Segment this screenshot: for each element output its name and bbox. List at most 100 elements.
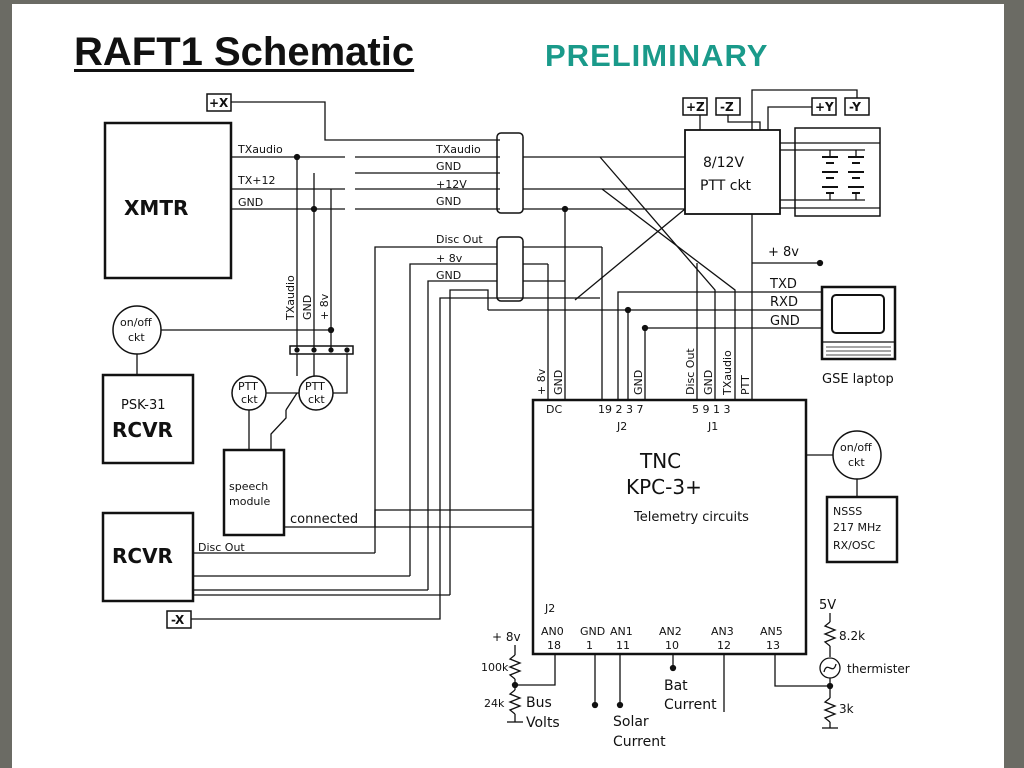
tnc-label: TNC [639, 449, 681, 473]
tnc-dc-label: DC [546, 403, 562, 416]
v5-label: 5V [819, 598, 836, 613]
battery-cells [822, 156, 864, 194]
speech-module-line2: module [229, 495, 270, 508]
analog-pin-name-3: AN2 [659, 625, 682, 638]
psk31-label: PSK-31 [121, 398, 165, 413]
kpc3-label: KPC-3+ [626, 475, 702, 499]
rxd-label: RXD [770, 295, 798, 310]
tnc-gnd3-vertical: GND [702, 370, 715, 395]
speech-module-line1: speech [229, 480, 268, 493]
gse-gnd-label: GND [770, 314, 800, 329]
psk31-rcvr-label: RCVR [112, 418, 173, 442]
schematic-sheet: RAFT1 Schematic PRELIMINARY XMTR +X TXau… [12, 4, 1004, 768]
tnc-disc-out-vertical: Disc Out [684, 348, 697, 395]
ptt-circle-left-line2: ckt [241, 393, 258, 406]
plus-x-label: +X [209, 96, 229, 110]
ptt-circle-right-line1: PTT [305, 380, 325, 393]
onoff-right-line1: on/off [840, 441, 872, 454]
psk31-rcvr-block [101, 373, 195, 465]
r24k-label: 24k [484, 697, 505, 710]
tnc-8v-vertical: + 8v [535, 368, 548, 395]
analog-pin-name-4: AN3 [711, 625, 734, 638]
bat-line2: Current [664, 697, 717, 713]
gse-laptop-label: GSE laptop [822, 372, 894, 387]
analog-pin-name-2: AN1 [610, 625, 633, 638]
analog-pin-name-0: AN0 [541, 625, 564, 638]
xmtr-block [103, 121, 233, 280]
gse-laptop-icon [820, 285, 897, 361]
nsss-line1: NSSS [833, 505, 862, 518]
bat-line1: Bat [664, 678, 688, 694]
onoff-left-line1: on/off [120, 316, 152, 329]
nsss-line3: RX/OSC [833, 539, 876, 552]
txd-label: TXD [769, 277, 797, 292]
schematic-diagram: XMTR +X TXaudio TX+12 GND TXaudio GND +1… [101, 89, 910, 750]
tnc-j1-pins: 5 9 1 3 [692, 403, 730, 416]
bus-8v-label: + 8v [492, 630, 521, 644]
rcvr-disc-out-label: Disc Out [198, 541, 245, 554]
plus-z-label: +Z [686, 100, 705, 114]
terminal-strip [289, 345, 354, 355]
solar-line1: Solar [613, 714, 649, 730]
minus-x-label: -X [171, 613, 185, 627]
tnc-txaudio-vertical: TXaudio [721, 350, 734, 396]
r82k-label: 8.2k [839, 629, 865, 643]
analog-pin-number-5: 13 [766, 639, 780, 652]
bus-line1: Bus [526, 695, 552, 711]
vertical-txaudio-label: TXaudio [284, 275, 297, 321]
ptt-ckt-block [684, 129, 781, 215]
xmtr-tx12-label: TX+12 [237, 174, 275, 187]
rcvr-block [101, 511, 195, 603]
onoff-ckt-right [832, 430, 882, 480]
analog-pin-number-4: 12 [717, 639, 731, 652]
tnc-gnd2-vertical: GND [632, 370, 645, 395]
harness-connector-middle [496, 236, 524, 302]
harness-txaudio-label: TXaudio [435, 143, 481, 156]
ptt-ckt-line1: 8/12V [703, 155, 744, 171]
analog-pin-number-2: 11 [616, 639, 630, 652]
analog-pin-number-1: 1 [586, 639, 593, 652]
tnc-gnd-vertical: GND [552, 370, 565, 395]
harness-connector-upper [496, 132, 524, 214]
rail-8v-label: + 8v [768, 245, 799, 260]
speech-module-block [222, 448, 286, 537]
harness-gnd2-label: GND [436, 195, 461, 208]
xmtr-txaudio-label: TXaudio [237, 143, 283, 156]
tnc-ptt-vertical: PTT [739, 375, 752, 395]
analog-pin-number-0: 18 [547, 639, 561, 652]
analog-pin-name-5: AN5 [760, 625, 783, 638]
r100k-label: 100k [481, 661, 509, 674]
harness-gnd3-label: GND [436, 269, 461, 282]
harness-gnd-label: GND [436, 160, 461, 173]
onoff-right-line2: ckt [848, 456, 865, 469]
analog-pin-name-1: GND [580, 625, 605, 638]
minus-y-label: -Y [849, 100, 861, 114]
xmtr-gnd-label: GND [238, 196, 263, 209]
solar-line2: Current [613, 734, 666, 750]
harness-8v-label: + 8v [436, 252, 463, 265]
ptt-circle-right-line2: ckt [308, 393, 325, 406]
battery-pack [794, 127, 881, 217]
tnc-j2-pins: 19 2 3 7 [598, 403, 643, 416]
harness-12v-label: +12V [436, 178, 467, 191]
onoff-ckt-left [112, 305, 162, 355]
xmtr-label: XMTR [124, 196, 188, 220]
harness-disc-out-label: Disc Out [436, 233, 483, 246]
connected-label: connected [290, 512, 358, 527]
bus-line2: Volts [526, 715, 560, 731]
plus-z-connector [682, 97, 708, 116]
ptt-circle-left-line1: PTT [238, 380, 258, 393]
tnc-j2-label: J2 [616, 420, 627, 433]
plus-y-label: +Y [815, 100, 834, 114]
minus-z-label: -Z [720, 100, 734, 114]
ptt-ckt-line2: PTT ckt [700, 178, 752, 194]
nsss-block [825, 495, 899, 564]
tnc-kpc3-block [531, 398, 808, 656]
thermister-label: thermister [847, 662, 910, 676]
telemetry-label: Telemetry circuits [633, 510, 749, 525]
nsss-line2: 217 MHz [833, 521, 881, 534]
preliminary-label: PRELIMINARY [545, 38, 769, 73]
analog-pin-number-3: 10 [665, 639, 679, 652]
